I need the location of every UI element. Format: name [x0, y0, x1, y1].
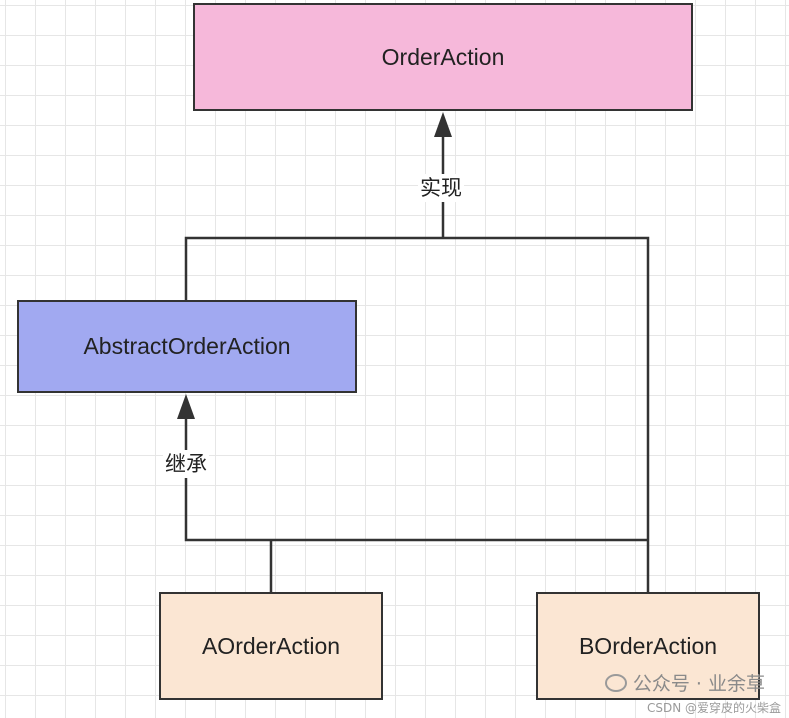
abstract-order-action-node: AbstractOrderAction — [17, 300, 357, 393]
watermark-credit: CSDN @爱穿皮的火柴盒 — [646, 701, 781, 715]
inherit-connector-line — [184, 417, 648, 542]
implement-arrowhead — [434, 112, 452, 137]
order-action-node: OrderAction — [193, 3, 693, 111]
watermark-text: 公众号 · 业余草 — [632, 673, 765, 695]
implement-frame-line — [184, 236, 650, 592]
wechat-icon — [604, 673, 627, 692]
watermark: 公众号 · 业余草 — [604, 669, 765, 696]
inherit-edge-label: 继承 — [163, 450, 209, 478]
inherit-arrowhead — [177, 394, 195, 419]
b-order-action-node: BOrderAction — [536, 592, 760, 700]
implement-edge-label: 实现 — [418, 174, 464, 202]
a-order-action-node: AOrderAction — [159, 592, 383, 700]
